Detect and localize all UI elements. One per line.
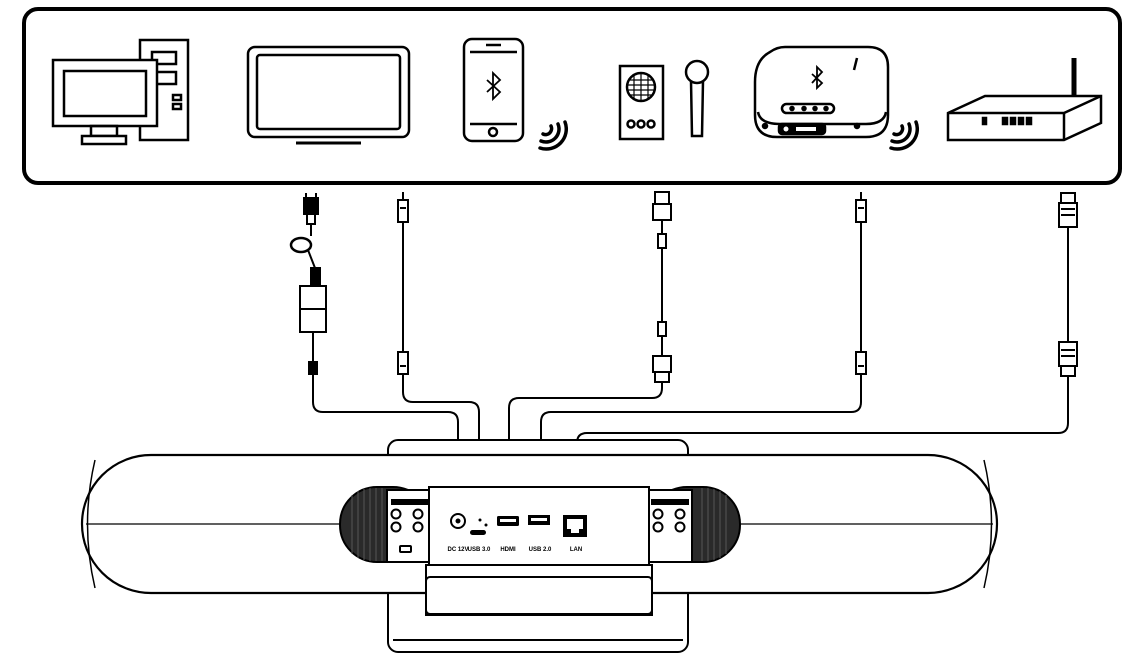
wire-power <box>312 380 459 508</box>
usb-c-cable-icon <box>397 192 409 380</box>
smartphone-bluetooth-icon <box>462 37 525 143</box>
usb-a-cable-icon <box>855 192 867 380</box>
hdmi-port <box>497 516 519 526</box>
dc-power-port <box>450 513 466 529</box>
devices-panel <box>22 7 1122 185</box>
network-router-icon <box>946 58 1103 142</box>
bluetooth-speakerphone-icon <box>753 45 890 139</box>
usb-c-port <box>470 518 488 535</box>
lan-port <box>563 515 587 537</box>
port-label-usb-c: USB 3.0 <box>468 547 491 553</box>
port-panel <box>428 486 650 566</box>
port-label-hdmi: HDMI <box>500 547 516 553</box>
power-adapter-icon <box>289 193 327 380</box>
wire-hdmi <box>508 382 663 508</box>
port-label-lan: LAN <box>570 547 582 553</box>
ethernet-cable-icon <box>1058 192 1078 377</box>
desktop-computer-icon <box>51 38 190 146</box>
port-label-usb-a: USB 2.0 <box>529 547 552 553</box>
wire-usb-c <box>402 380 480 508</box>
wireless-signal-icon <box>889 120 920 151</box>
wire-usb-a <box>540 380 862 508</box>
video-bar-device <box>80 439 999 653</box>
tv-monitor-icon <box>246 45 411 145</box>
hdmi-cable-icon <box>652 191 672 383</box>
speaker-microphone-icon <box>618 59 710 141</box>
wire-lan <box>576 376 1069 508</box>
port-label-dc: DC 12V <box>447 547 468 553</box>
usb-a-port <box>528 515 550 525</box>
connection-wires <box>312 376 1069 508</box>
wireless-signal-icon <box>538 120 569 151</box>
